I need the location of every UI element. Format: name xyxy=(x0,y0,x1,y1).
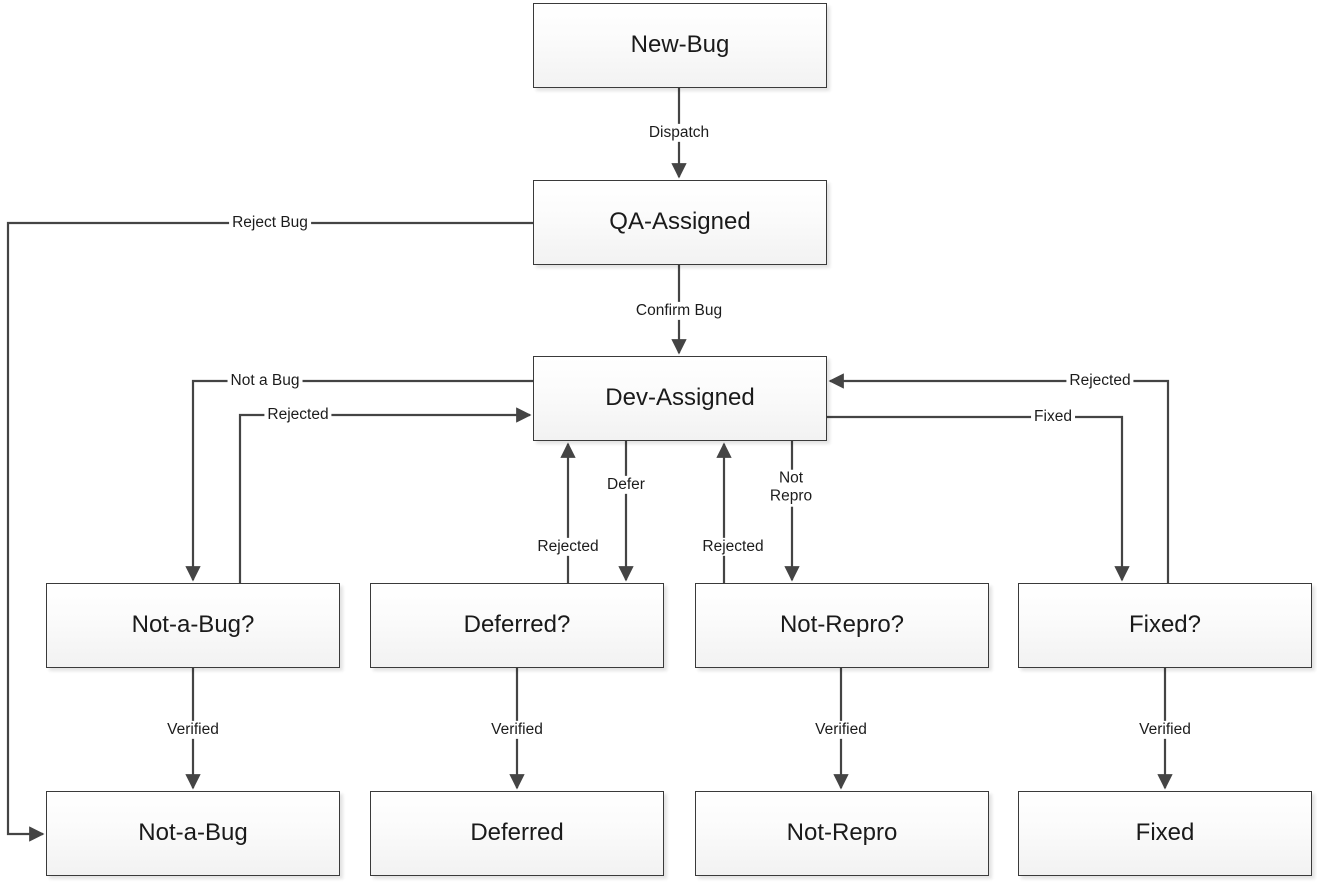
node-qa-assigned[interactable]: QA-Assigned xyxy=(533,180,827,265)
node-label-not-a-bug-question: Not-a-Bug? xyxy=(131,611,255,639)
edge-fixed xyxy=(827,415,1130,582)
node-not-repro[interactable]: Not-Repro xyxy=(695,791,989,876)
node-label-not-a-bug: Not-a-Bug xyxy=(138,819,248,847)
edge-label-verified-fixed: Verified xyxy=(1136,720,1194,740)
edge-label-verified-deferred: Verified xyxy=(488,720,546,740)
node-label-new-bug: New-Bug xyxy=(630,31,730,59)
edge-rejected-fixed xyxy=(828,373,1170,583)
edge-label-verified-not-a-bug: Verified xyxy=(164,720,222,740)
node-label-qa-assigned: QA-Assigned xyxy=(609,208,751,236)
node-not-a-bug[interactable]: Not-a-Bug xyxy=(46,791,340,876)
node-dev-assigned[interactable]: Dev-Assigned xyxy=(533,356,827,441)
node-not-repro-question[interactable]: Not-Repro? xyxy=(695,583,989,668)
edge-label-confirm-bug: Confirm Bug xyxy=(632,301,726,321)
edge-label-rejected-not-a-bug: Rejected xyxy=(264,405,332,425)
edge-label-reject-bug: Reject Bug xyxy=(229,213,311,233)
node-deferred[interactable]: Deferred xyxy=(370,791,664,876)
edge-rejected-not-a-bug xyxy=(238,407,532,583)
node-label-dev-assigned: Dev-Assigned xyxy=(605,384,755,412)
edge-reject-bug xyxy=(6,221,533,842)
node-label-deferred: Deferred xyxy=(470,819,564,847)
node-label-not-repro-question: Not-Repro? xyxy=(779,611,905,639)
node-fixed-question[interactable]: Fixed? xyxy=(1018,583,1312,668)
edge-label-rejected-fixed: Rejected xyxy=(1066,371,1134,391)
node-label-fixed: Fixed xyxy=(1135,819,1195,847)
edge-label-rejected-not-repro: Rejected xyxy=(699,537,767,557)
edge-label-not-a-bug: Not a Bug xyxy=(227,371,303,391)
edge-label-rejected-deferred: Rejected xyxy=(534,537,602,557)
edge-label-fixed: Fixed xyxy=(1031,407,1075,427)
edge-not-a-bug xyxy=(185,379,533,582)
edge-label-defer: Defer xyxy=(604,475,648,495)
edge-label-verified-not-repro: Verified xyxy=(812,720,870,740)
node-deferred-question[interactable]: Deferred? xyxy=(370,583,664,668)
node-label-fixed-question: Fixed? xyxy=(1128,611,1202,639)
node-not-a-bug-question[interactable]: Not-a-Bug? xyxy=(46,583,340,668)
edge-label-dispatch: Dispatch xyxy=(645,123,713,143)
node-new-bug[interactable]: New-Bug xyxy=(533,3,827,88)
node-fixed[interactable]: Fixed xyxy=(1018,791,1312,876)
node-label-not-repro: Not-Repro xyxy=(786,819,898,847)
node-label-deferred-question: Deferred? xyxy=(463,611,571,639)
